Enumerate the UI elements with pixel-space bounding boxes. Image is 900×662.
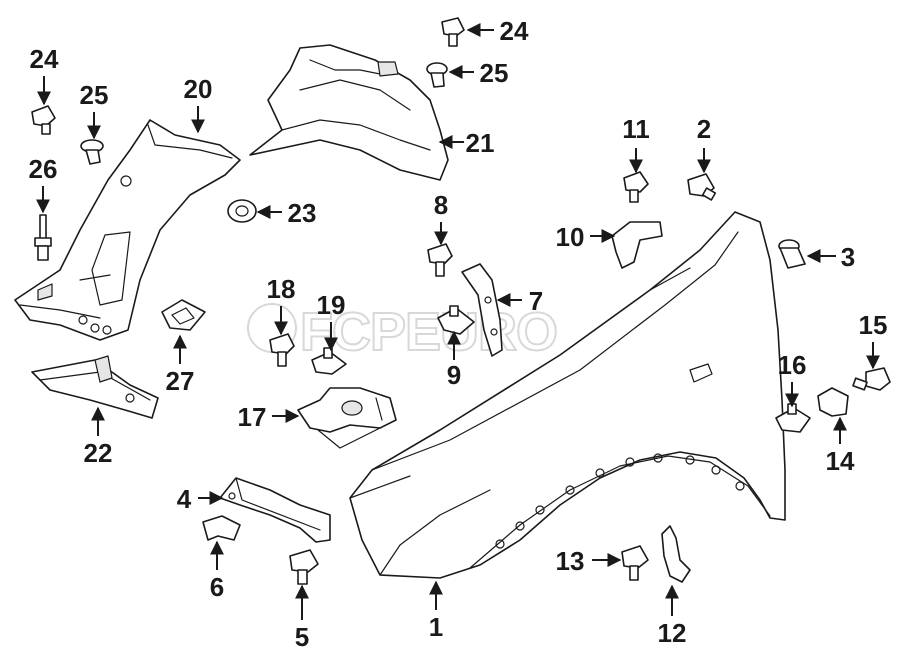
clip-6-part (202, 515, 241, 541)
bracket-14-part (817, 387, 849, 417)
bracket-7-part (461, 263, 503, 357)
callout-14: 14 (826, 446, 855, 476)
callout-25-left: 25 (80, 80, 109, 110)
bolt-13-part (621, 545, 649, 581)
grommet-23-part (227, 199, 257, 223)
nut-3-part (778, 239, 806, 269)
callout-7: 7 (529, 286, 543, 316)
callout-24-left: 24 (30, 44, 59, 74)
bracket-12-part (661, 525, 691, 583)
callout-9: 9 (447, 360, 461, 390)
bolt-18-part (269, 333, 295, 367)
callout-18: 18 (267, 274, 296, 304)
screw-24-left-part (31, 105, 56, 135)
bolt-2-part (687, 173, 717, 201)
callout-3: 3 (841, 242, 855, 272)
callout-6: 6 (210, 572, 224, 602)
callout-11: 11 (622, 114, 650, 144)
wheel-liner-rear-part (249, 44, 449, 181)
clip-nut-16-part (775, 403, 811, 433)
callout-4: 4 (177, 484, 192, 514)
callout-17: 17 (238, 402, 267, 432)
callout-19: 19 (317, 290, 346, 320)
callout-1: 1 (429, 612, 443, 642)
callout-10: 10 (556, 222, 585, 252)
lower-bracket-part (31, 355, 159, 419)
callout-27: 27 (166, 366, 195, 396)
callout-16: 16 (778, 350, 807, 380)
clip-nut-19-part (311, 347, 347, 375)
callout-13: 13 (556, 546, 585, 576)
screw-24-top-part (441, 17, 465, 47)
callout-5: 5 (295, 622, 309, 652)
callout-20: 20 (184, 74, 213, 104)
wheel-liner-front-part (14, 119, 241, 341)
bolt-5-part (289, 549, 319, 585)
fender-part (349, 211, 786, 579)
callout-26: 26 (29, 154, 58, 184)
bracket-17-part (297, 387, 397, 449)
watermark: FCPEURO (247, 301, 559, 363)
callout-24-top: 24 (500, 16, 529, 46)
callout-15: 15 (859, 310, 888, 340)
callout-arrows (36, 23, 880, 620)
fender-clip-holes (495, 453, 745, 549)
callout-22: 22 (84, 438, 113, 468)
watermark-text: FCPEURO (300, 302, 557, 362)
callout-23: 23 (288, 198, 317, 228)
bracket-4-part (219, 477, 331, 543)
callout-21: 21 (466, 128, 495, 158)
bolt-25-left-part (80, 139, 104, 165)
callout-2: 2 (697, 114, 711, 144)
callout-12: 12 (658, 618, 687, 648)
bolt-8-part (427, 243, 453, 277)
stud-26-part (34, 214, 52, 261)
clip-nut-27-part (161, 299, 206, 331)
callout-labels: 1 2 3 4 5 6 7 8 9 10 11 12 13 14 15 16 1… (29, 16, 888, 652)
bolt-25-top-part (426, 62, 448, 88)
callout-8: 8 (434, 190, 448, 220)
bolt-11-part (623, 171, 649, 203)
bolt-15-part (852, 367, 891, 391)
clip-nut-9-part (437, 305, 475, 335)
callout-25-top: 25 (480, 58, 509, 88)
bracket-10-part (611, 221, 663, 269)
